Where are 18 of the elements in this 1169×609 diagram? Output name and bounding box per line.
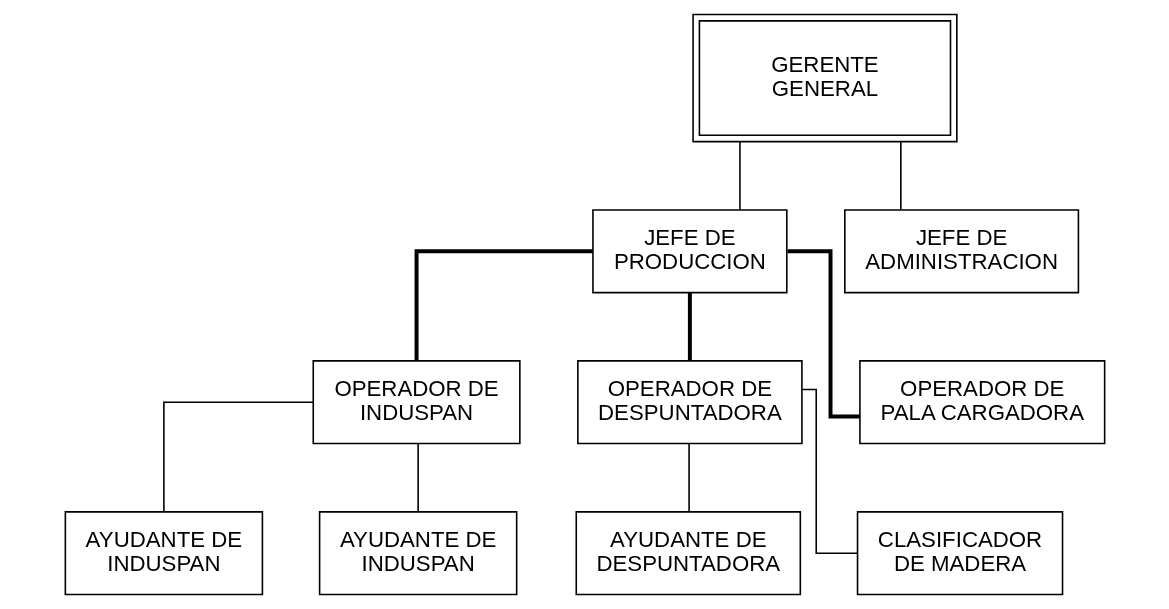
- connector: [738, 141, 741, 211]
- connector: [787, 249, 860, 419]
- node-box: JEFE DE PRODUCCION: [591, 209, 788, 294]
- node-box: GERENTE GENERAL: [691, 13, 958, 143]
- node-box: OPERADOR DE DESPUNTADORA: [576, 360, 803, 445]
- node-box: AYUDANTE DE INDUSPAN: [64, 511, 263, 596]
- node-box: OPERADOR DE INDUSPAN: [311, 360, 521, 445]
- node-box: JEFE DE ADMINISTRACION: [843, 209, 1079, 294]
- node-box: AYUDANTE DE INDUSPAN: [318, 511, 517, 596]
- node-box: CLASIFICADOR DE MADERA: [856, 511, 1063, 596]
- connector: [687, 292, 692, 361]
- node-box: OPERADOR DE PALA CARGADORA: [858, 360, 1105, 445]
- connector: [687, 443, 690, 513]
- connector: [416, 443, 419, 513]
- connector: [899, 141, 902, 211]
- node-box: AYUDANTE DE DESPUNTADORA: [574, 511, 801, 596]
- connector: [414, 249, 593, 361]
- connector: [162, 401, 314, 513]
